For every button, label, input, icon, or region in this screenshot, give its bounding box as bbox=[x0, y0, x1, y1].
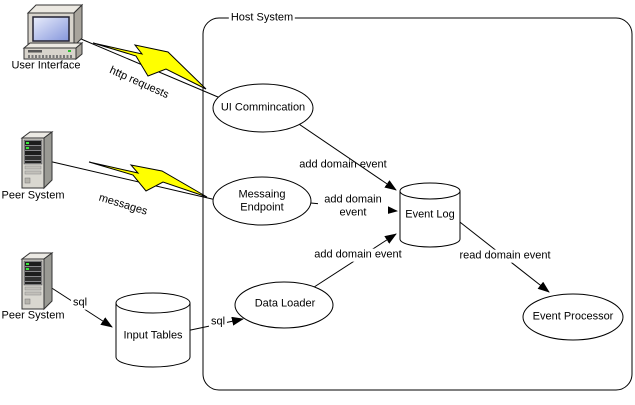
messages-line bbox=[43, 159, 226, 203]
event-processor-label: Event Processor bbox=[532, 310, 614, 323]
host-system-title: Host System bbox=[228, 11, 296, 25]
peer-system-top-label: Peer System bbox=[1, 189, 65, 202]
event-log-cylinder-rim bbox=[399, 190, 461, 200]
server-tower-icon-top bbox=[21, 131, 53, 189]
add-domain-event-ui-label: add domain event bbox=[299, 158, 387, 171]
read-domain-event-label: read domain event bbox=[457, 249, 553, 263]
data-loader-ellipse bbox=[234, 281, 334, 329]
user-interface-label: User Interface bbox=[11, 59, 81, 72]
desktop-computer-icon bbox=[22, 3, 84, 61]
add-domain-event-endpoint-label: add domain event bbox=[318, 193, 388, 219]
sql-data-loader-label: sql bbox=[208, 315, 228, 329]
event-log-cylinder bbox=[399, 182, 461, 248]
loader-to-event-log-arrow bbox=[307, 233, 397, 292]
server-tower-icon-bottom bbox=[21, 252, 53, 310]
messaging-endpoint-label: Messaing Endpoint bbox=[238, 188, 286, 213]
data-loader-label: Data Loader bbox=[254, 297, 316, 310]
input-tables-cylinder-rim bbox=[115, 302, 191, 314]
event-log-label: Event Log bbox=[405, 208, 455, 221]
messaging-endpoint-ellipse bbox=[212, 176, 312, 226]
input-tables-label: Input Tables bbox=[123, 329, 183, 342]
messages-lightning-bolt bbox=[88, 161, 208, 198]
peer-system-bottom-label: Peer System bbox=[1, 309, 65, 322]
ui-communication-ellipse bbox=[212, 83, 314, 133]
add-domain-event-loader-label: add domain event bbox=[312, 248, 404, 262]
http-requests-lightning-bolt bbox=[92, 42, 207, 90]
ui-communication-label: UI Commincation bbox=[220, 101, 306, 114]
ui-to-event-log-arrow bbox=[289, 117, 397, 191]
sql-input-tables-label: sql bbox=[70, 296, 90, 310]
event-processor-ellipse bbox=[522, 293, 624, 341]
